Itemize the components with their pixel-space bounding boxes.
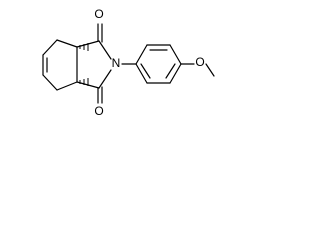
imide-bond-top-2 — [98, 40, 112, 60]
benzene-bond-6 — [135, 63, 148, 84]
benzene-bond-1 — [135, 44, 148, 65]
imide-bond-bottom-2 — [98, 69, 112, 89]
carbonyl-bonds — [97, 23, 103, 104]
molecule-canvas: O O N O — [0, 0, 240, 122]
stereo-hash-bonds — [79, 43, 89, 86]
hash-bond-bottom — [79, 78, 89, 86]
benzene-bond-4 — [169, 63, 182, 84]
imide-ring — [76, 40, 112, 89]
oxygen-bottom-label: O — [94, 104, 103, 118]
ring-bond-1 — [56, 39, 78, 48]
nitrogen-label: N — [112, 56, 121, 70]
ring-bond-4 — [42, 74, 58, 91]
benzene-inner-double-3 — [140, 63, 151, 79]
molecular-structure-diagram: O O N O — [42, 7, 215, 118]
methoxy-group — [180, 63, 215, 77]
methoxy-oxygen-label: O — [195, 55, 204, 69]
ring-bond-2 — [42, 39, 58, 56]
ring-bond-5 — [56, 81, 78, 91]
cyclohexene-ring — [42, 39, 78, 91]
oxygen-top-label: O — [94, 7, 103, 21]
benzene-ring — [135, 44, 182, 84]
hash-bond-top — [79, 43, 89, 51]
methyl-bond — [205, 63, 215, 77]
benzene-inner-double-2 — [165, 63, 176, 79]
benzene-bond-3 — [169, 44, 182, 65]
